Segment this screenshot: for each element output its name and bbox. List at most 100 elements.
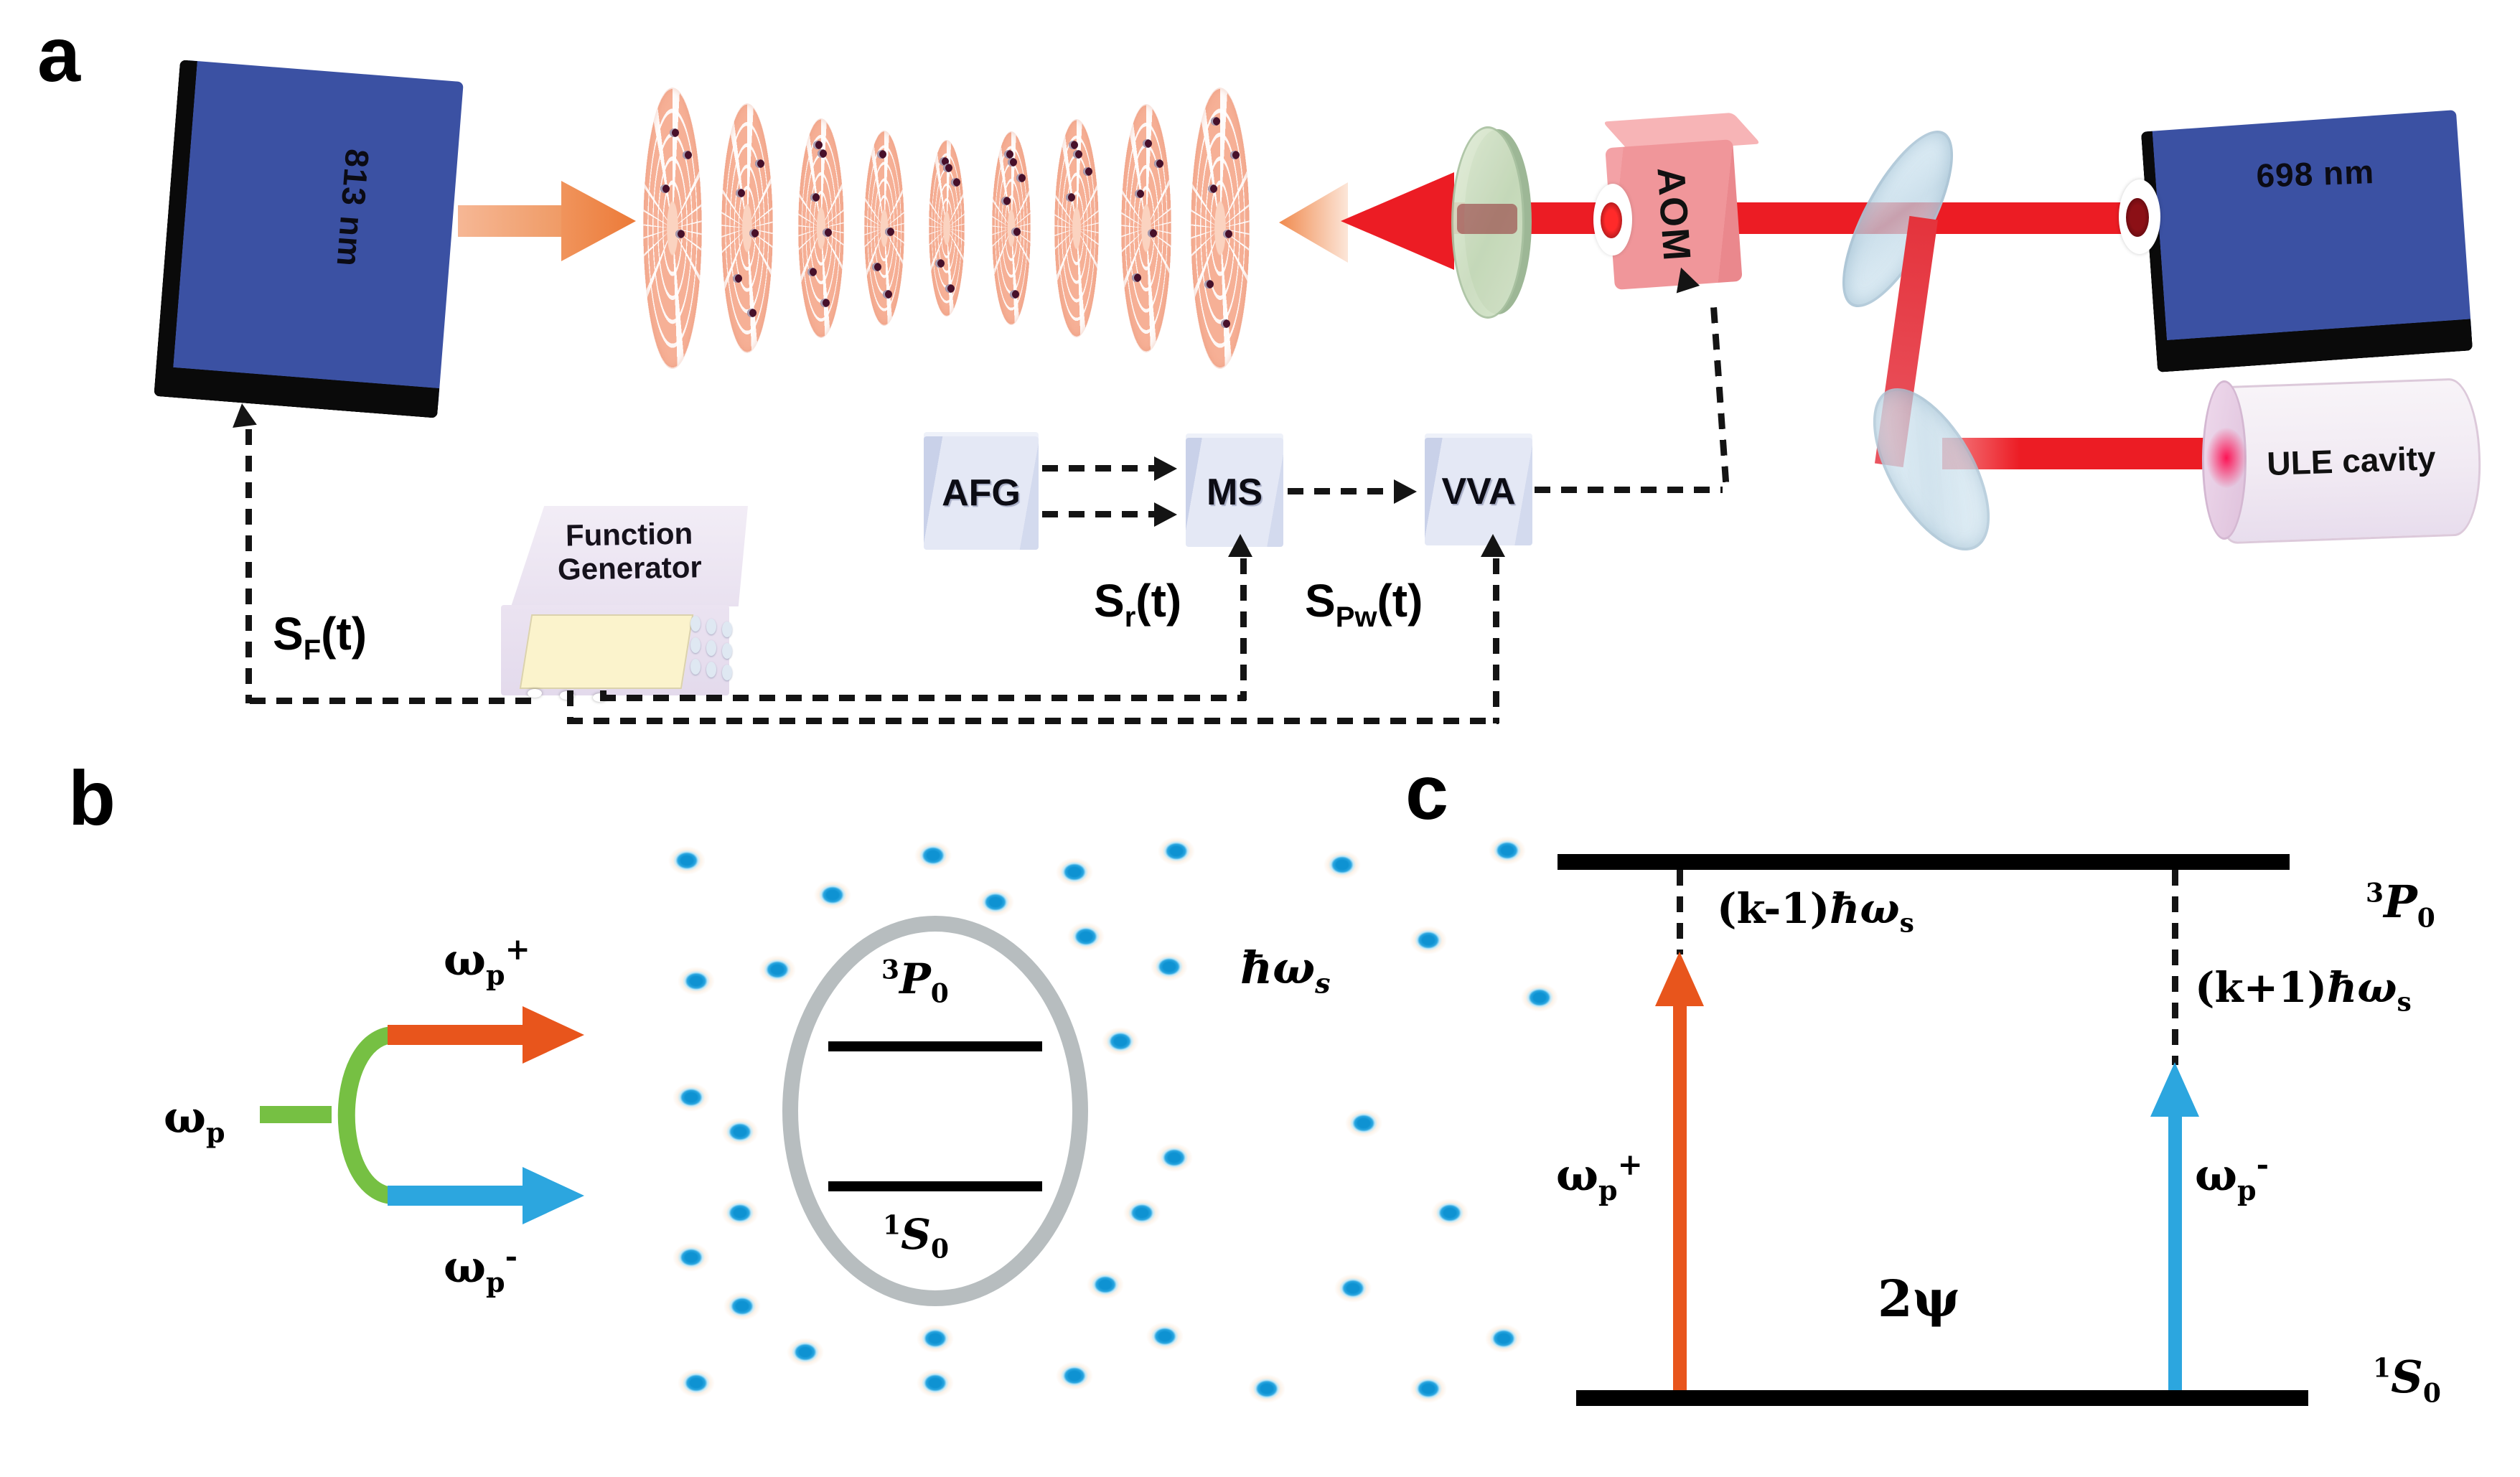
- panel-b-level-bottom-label: 1S0: [883, 1210, 950, 1265]
- keypad-button: [722, 665, 732, 680]
- lattice-disk: [643, 88, 702, 369]
- fg-to-ms-arrowhead: [1228, 534, 1252, 557]
- ms-box: MS: [1186, 438, 1283, 547]
- trapped-atom-dot: [871, 263, 881, 272]
- trapped-atom-dot: [1143, 139, 1153, 149]
- trapped-atom-dot: [755, 159, 765, 168]
- laser-698-label: 698 nm: [2255, 153, 2375, 194]
- omega-plus-beam-shaft: [388, 1025, 525, 1045]
- panel-b-level-bottom-line: [828, 1181, 1042, 1191]
- cold-atom: [1123, 1199, 1161, 1227]
- function-generator-top: Function Generator: [511, 506, 748, 606]
- k-plus-dash: [2172, 870, 2178, 1065]
- cold-atom: [721, 1117, 759, 1146]
- laser-698-aperture-core: [2126, 198, 2149, 237]
- panel-c-level-bottom-label: 1S0: [2373, 1351, 2441, 1409]
- panel-c-level-top-line: [1558, 854, 2290, 870]
- cold-atom: [759, 955, 796, 984]
- cold-atom: [917, 1369, 954, 1397]
- panel-c-omega-plus-label: ωp+: [1556, 1147, 1643, 1207]
- fg-to-vva-arrowhead: [1481, 534, 1505, 557]
- laser-698-box: 698 nm: [2140, 110, 2473, 372]
- cold-atom: [1151, 952, 1188, 981]
- keypad-button: [706, 619, 716, 634]
- frequency-fork: [260, 1026, 393, 1204]
- panel-c-level-bottom-line: [1576, 1390, 2308, 1406]
- keypad-button: [706, 640, 716, 656]
- vva-to-aom-dash-vertical: [1710, 306, 1730, 492]
- trapped-atom-dot: [1001, 197, 1011, 206]
- trapped-atom-dot: [682, 151, 692, 160]
- cold-atom: [723, 1292, 761, 1321]
- fg-to-813-dash-vertical: [245, 429, 252, 703]
- trapped-atom-dot: [732, 273, 742, 283]
- lattice-disk: [798, 118, 844, 338]
- red-beam-to-ule: [1942, 438, 2221, 469]
- trapped-atom-dot: [1153, 159, 1163, 169]
- lattice-disk: [992, 131, 1031, 325]
- ule-cavity-body: ULE cavity: [2219, 377, 2483, 545]
- cold-atom: [1324, 850, 1361, 879]
- ms-label: MS: [1207, 472, 1263, 513]
- trapped-atom-dot: [1204, 280, 1214, 289]
- lattice-disk: [864, 131, 904, 326]
- aom-aperture-beam-spot: [1601, 202, 1622, 238]
- panel-c-level-top-label: 3P0: [2366, 876, 2435, 934]
- cold-atom: [977, 888, 1014, 916]
- trapped-atom-dot: [1073, 149, 1083, 159]
- panel-c-omega-minus-label: ωp-: [2195, 1147, 2270, 1207]
- signal-sr-label: Sr(t): [1094, 575, 1182, 633]
- trapped-atom-dot: [943, 164, 952, 173]
- trapped-atom-dot: [1016, 173, 1026, 182]
- trapped-atom-dot: [1211, 117, 1221, 126]
- fg-port2-stub: [567, 690, 573, 723]
- cold-atom: [673, 1083, 710, 1112]
- cold-atom: [1067, 922, 1105, 951]
- afg-to-ms-arrowhead-upper: [1154, 456, 1177, 481]
- trapped-atom-dot: [820, 299, 830, 308]
- trapped-atom-dot: [1229, 151, 1240, 160]
- cold-atom: [814, 881, 851, 909]
- trapped-atom-dot: [1008, 158, 1018, 167]
- cold-atom: [917, 1324, 954, 1353]
- afg-label: AFG: [942, 472, 1021, 514]
- hbar-omega-s-label: ħωs: [1240, 942, 1331, 1000]
- omega-plus-transition-shaft: [1673, 1002, 1687, 1390]
- fg-output-port: [528, 689, 542, 698]
- trapped-atom-dot: [1010, 289, 1020, 299]
- two-psi-label: 2ψ: [1878, 1269, 1960, 1328]
- red-beam-arrowhead: [1341, 172, 1454, 270]
- panel-a-label: a: [37, 11, 81, 98]
- cold-atom: [914, 841, 952, 870]
- cold-atom: [721, 1199, 759, 1227]
- trapped-atom-dot: [675, 229, 685, 238]
- k-plus-label: (k+1)ħωs: [2195, 963, 2412, 1018]
- ms-to-vva-arrowhead: [1394, 479, 1417, 504]
- ule-beam-glow: [2206, 428, 2247, 488]
- trapped-atom-dot: [822, 228, 832, 238]
- cold-atom: [1485, 1324, 1522, 1353]
- vva-label: VVA: [1441, 471, 1516, 512]
- trapped-atom-dot: [1011, 228, 1021, 237]
- trapped-atom-dot: [810, 193, 820, 202]
- cold-atom: [1056, 1361, 1093, 1390]
- cold-atom: [1248, 1374, 1285, 1403]
- cold-atom: [1334, 1274, 1372, 1303]
- trapped-atom-dot: [1148, 228, 1158, 238]
- keypad-button: [690, 616, 701, 632]
- cold-atom: [1489, 836, 1526, 865]
- trapped-atom-dot: [1069, 141, 1079, 150]
- ule-cavity-label: ULE cavity: [2266, 439, 2437, 483]
- lattice-disk: [721, 103, 773, 353]
- trapped-atom-dot: [1135, 189, 1145, 198]
- omega-minus-beam-shaft: [388, 1186, 525, 1206]
- trapped-atom-dot: [660, 184, 670, 194]
- omega-minus-transition-arrowhead: [2150, 1062, 2199, 1117]
- trapped-atom-dot: [735, 189, 745, 198]
- lattice-disk: [1121, 104, 1171, 352]
- afg-to-ms-arrowhead-lower: [1154, 502, 1177, 527]
- cold-atom: [678, 1369, 715, 1397]
- panel-b-label: b: [68, 754, 116, 841]
- cold-atom: [1056, 858, 1093, 886]
- keypad-button: [690, 659, 701, 675]
